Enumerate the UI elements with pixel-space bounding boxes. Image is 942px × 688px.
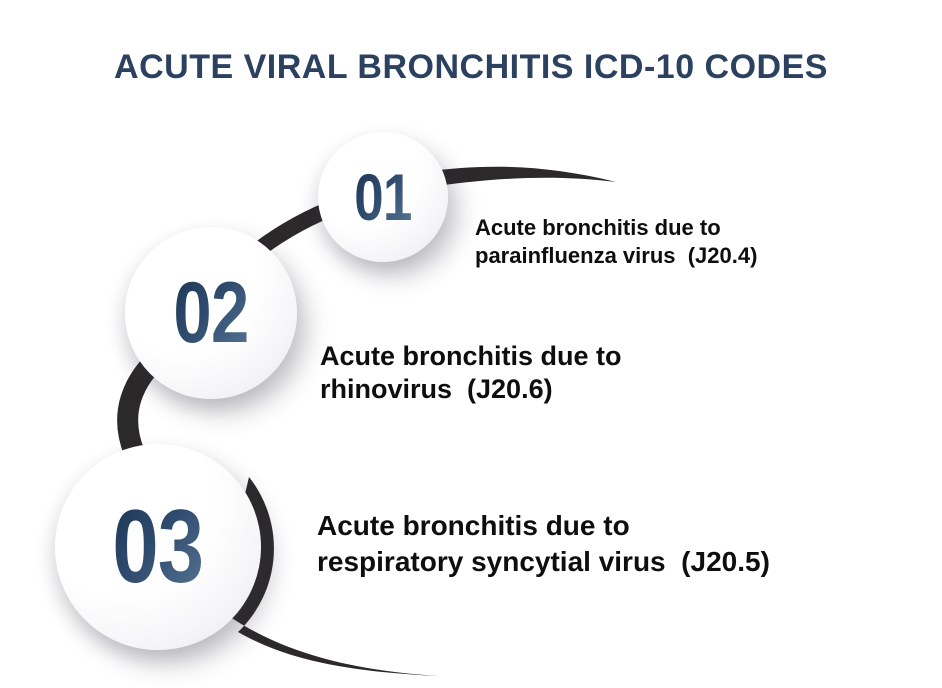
step-number-01: 01 [354, 160, 412, 234]
swoosh-tail-step-01 [424, 166, 616, 188]
page-title: ACUTE VIRAL BRONCHITIS ICD-10 CODES [114, 48, 828, 86]
step-description-01: Acute bronchitis due to parainfluenza vi… [475, 215, 758, 268]
swoosh-tail-step-03 [216, 477, 438, 676]
step-number-02: 02 [173, 264, 249, 361]
step-circle-01: 01 [318, 132, 448, 262]
step-circle-02: 02 [125, 227, 297, 399]
step-description-02: Acute bronchitis due to rhinovirus (J20.… [320, 341, 622, 404]
step-description-03: Acute bronchitis due to respiratory sync… [317, 510, 770, 577]
step-circle-03: 03 [55, 444, 261, 650]
step-number-03: 03 [112, 488, 205, 605]
